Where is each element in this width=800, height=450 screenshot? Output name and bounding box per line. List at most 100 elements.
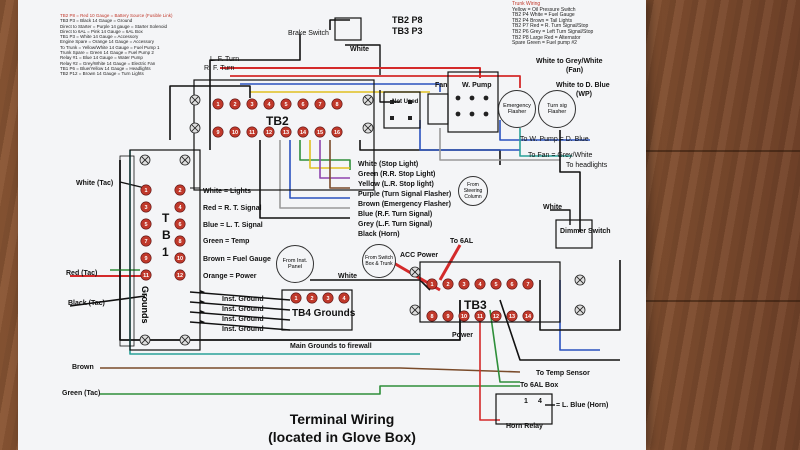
tb2-terminal-number: 15 (317, 130, 323, 136)
diagram-title-line2: (located in Glove Box) (268, 429, 416, 445)
tb3-terminal-number: 5 (494, 282, 497, 288)
wire-inst-ground (189, 301, 291, 311)
tb1-terminal (140, 218, 152, 230)
trunk-wiring-header: Trunk Wiring (512, 1, 541, 7)
tb4-terminal (322, 292, 334, 304)
tb3-terminal (474, 310, 486, 322)
from-inst-panel: From Inst. Panel (276, 245, 314, 283)
to-fan-label: To Fan = Grey/White (528, 152, 593, 159)
tb1-screw-bl-slot (141, 336, 149, 344)
tb4-terminal (338, 292, 350, 304)
tb2-terminal-number: 2 (233, 102, 236, 108)
wire-brown-mid (329, 140, 350, 189)
relay-pin (455, 95, 461, 101)
wiring-diagram-sheet (18, 0, 646, 450)
wire-brake-switch (329, 19, 350, 30)
relay-pin (469, 95, 475, 101)
tb1-terminal (140, 252, 152, 264)
tb3-terminal (522, 310, 534, 322)
white-lights-label: White = Lights (203, 188, 252, 195)
tb3-terminal (426, 278, 438, 290)
horn-relay-label: Horn Relay (506, 423, 543, 430)
tb4-terminal-number: 1 (294, 296, 297, 302)
inst-ground-label-4: Inst. Ground (222, 326, 264, 333)
legend-left-line: Direct to 6AL = Pink 14 Gauge = 6AL Box (60, 28, 143, 34)
relay-pin (469, 111, 475, 117)
wire-black-tac (69, 295, 146, 307)
tb2-terminal (297, 126, 309, 138)
legend-left-line: TB3 P3 = Black 14 Gauge = Ground (60, 18, 133, 24)
tb3-terminal-number: 7 (526, 282, 529, 288)
legend-left-line: To Trunk = Yellow/White 14 Gauge = Fuel … (60, 44, 160, 50)
tb3-terminal-number: 2 (446, 282, 449, 288)
wire-purple-mid (319, 140, 350, 179)
tb2-terminal-number: 12 (266, 130, 272, 136)
l-blue-horn-label: = L. Blue (Horn) (556, 402, 609, 409)
tb1-terminal-number: 11 (143, 273, 149, 279)
white-mid-label: White (338, 273, 358, 280)
from-switch-box-label: From Switch Box & Trunk (365, 255, 393, 267)
inst-ground-label-2: Inst. Ground (222, 306, 264, 313)
diagram-title-line1: Terminal Wiring (289, 411, 395, 427)
purple-tsf-label: Purple (Turn Signal Flasher) (358, 191, 452, 198)
tb2-outline (193, 79, 375, 191)
to-headlights-label: To headlights (566, 162, 608, 169)
wire-green-mid (299, 140, 351, 170)
tb2-terminal (297, 98, 309, 110)
to-w-pump-label: To W. Pump = D. Blue (520, 136, 589, 143)
inst-ground-label-3: Inst. Ground (222, 316, 264, 323)
white-tac-label: White (Tac) (76, 180, 114, 187)
tb3-terminal (458, 278, 470, 290)
tb2-terminal (229, 126, 241, 138)
wire-6al-box (489, 309, 520, 383)
wp-paren-label: (WP) (576, 91, 592, 98)
relay-pin (483, 111, 489, 117)
tb4-outline (281, 289, 353, 331)
legend-left-line: Engine Spare = Orange 14 Gauge = Accesso… (60, 39, 155, 45)
white-stop-label: White (Stop Light) (358, 161, 419, 168)
tb1-terminal (140, 184, 152, 196)
dimmer-switch-label: Dimmer Switch (560, 228, 611, 235)
tb1-terminal (174, 201, 186, 213)
tb3-screw-tr-slot (576, 276, 584, 284)
wire-grey-mid (279, 140, 350, 209)
legend-right-line: TB2 P7 Red = R. Turn Signal/Stop (512, 23, 589, 30)
not-used-plug (383, 91, 421, 129)
tb1-terminal-number: 9 (144, 256, 147, 262)
relay-pin (455, 111, 461, 117)
tb2-terminal (212, 126, 224, 138)
horn-relay-1-label: 1 (524, 398, 528, 405)
tb1-terminal-number: 3 (144, 205, 147, 211)
tb2-terminal-number: 8 (335, 102, 338, 108)
wire-horn-relay (479, 312, 500, 421)
wire-legend-left: TB2 P8 = Red 10 Gauge = Battery Source (… (60, 13, 173, 77)
legend-right-line: TB2 P4 Brown = Tail Lights (512, 17, 573, 24)
tb2-terminal-number: 7 (318, 102, 321, 108)
trunk-wiring-legend: Trunk Wiring Yellow = Oil Pressure Switc… (512, 1, 593, 47)
tb1-screw-tl-slot (141, 156, 149, 164)
tb3-terminal-number: 12 (493, 314, 499, 320)
tb1-terminal-number: 4 (178, 205, 182, 211)
tb2-screw-bl-slot (191, 124, 199, 132)
tb2-terminal (246, 126, 258, 138)
tb1-terminal-number: 12 (177, 273, 183, 279)
grounds-label: Grounds (140, 286, 150, 324)
tb1-terminal-number: 5 (144, 222, 147, 228)
tb2-terminal (263, 126, 275, 138)
brown-fuel-label: Brown = Fuel Gauge (203, 256, 271, 263)
tb2-terminal-number: 4 (267, 102, 271, 108)
brake-switch-box (334, 17, 362, 41)
emergency-flasher-label: Emergency Flasher (503, 103, 531, 115)
tb2-terminal-number: 16 (334, 130, 340, 136)
turn-signal-flasher-label: Turn sig Flasher (547, 103, 567, 115)
fan-relay (427, 93, 449, 125)
legend-left-line: Direct to Starter = Purple 14 gauge = St… (60, 23, 168, 29)
inst-ground-label-1: Inst. Ground (222, 296, 264, 303)
tb3-screw-br-slot (576, 306, 584, 314)
plug-pin (390, 100, 394, 104)
tb3-terminal (474, 278, 486, 290)
tb1-screw-br-slot (181, 336, 189, 344)
wire-inst-ground (189, 291, 291, 301)
tb1-terminal (174, 269, 186, 281)
